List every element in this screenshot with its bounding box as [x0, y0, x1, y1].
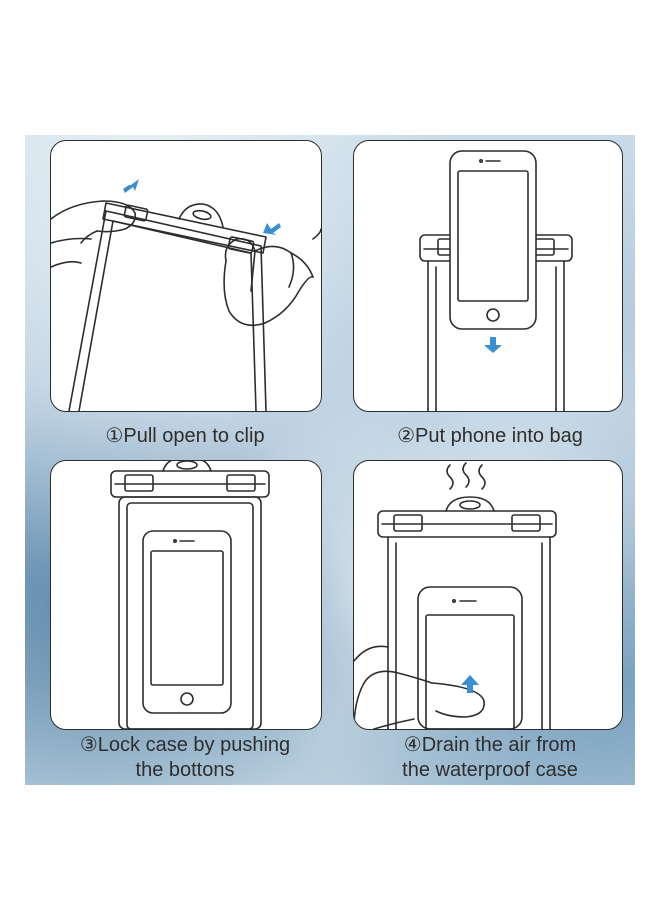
step-4-number: ④ — [403, 734, 422, 756]
step-4-text-line1: Drain the air from — [421, 734, 577, 756]
step-1-illustration — [51, 179, 321, 411]
step-3-number: ③ — [79, 734, 98, 756]
step-1-number: ① — [105, 425, 124, 447]
step-2-illustration — [419, 150, 573, 411]
up-arrow-icon — [123, 179, 139, 193]
step-4-illustration — [354, 462, 557, 729]
step-3-text-line2: the bottons — [135, 759, 235, 781]
up-arrow-icon — [461, 675, 479, 693]
step-1-text: Pull open to clip — [123, 425, 265, 447]
step-1-panel — [50, 140, 322, 412]
down-arrow-icon — [484, 337, 502, 353]
step-3-illustration — [110, 461, 270, 729]
air-waves-icon — [446, 462, 486, 490]
step-2-text: Put phone into bag — [415, 425, 583, 447]
step-2-number: ② — [397, 425, 415, 447]
step-3-caption: ③Lock case by pushing the bottons — [40, 733, 330, 783]
down-arrow-icon — [263, 223, 281, 235]
step-2-caption: ②Put phone into bag — [345, 424, 635, 449]
step-4-text-line2: the waterproof case — [402, 759, 578, 781]
step-3-text-line1: Lock case by pushing — [97, 734, 291, 756]
step-4-caption: ④Drain the air from the waterproof case — [345, 733, 635, 783]
step-4-panel — [353, 460, 623, 730]
step-2-panel — [353, 140, 623, 412]
step-3-panel — [50, 460, 322, 730]
step-1-caption: ①Pull open to clip — [50, 424, 320, 449]
